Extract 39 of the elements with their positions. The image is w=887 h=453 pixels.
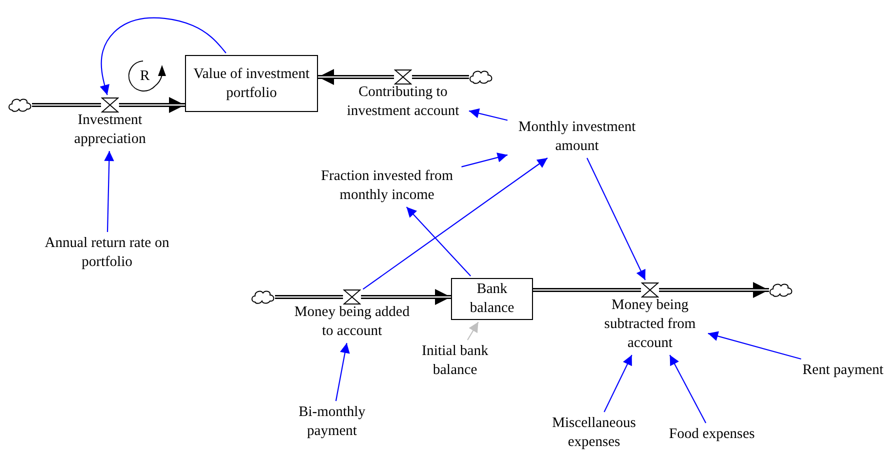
- flow-pipe: [318, 69, 394, 85]
- cloud-icon: [8, 97, 32, 113]
- link-arrow: [669, 354, 706, 424]
- flow-pipe: [32, 103, 101, 107]
- link-arrow: [604, 354, 632, 412]
- link-arrow: [586, 158, 646, 280]
- link-arrow: [100, 17, 226, 96]
- flow-pipe: [533, 288, 641, 292]
- flow-pipe: [659, 282, 769, 298]
- flow-pipe: [275, 295, 343, 299]
- variable-label: Bi-monthly payment: [292, 403, 372, 441]
- link-arrow: [104, 150, 114, 232]
- link-arrow: [467, 322, 479, 340]
- flow-label: Money being subtracted from account: [603, 296, 697, 353]
- variable-label: Annual return rate on portfolio: [44, 234, 170, 272]
- flow-pipe: [361, 289, 451, 305]
- link-arrow: [335, 342, 350, 402]
- variable-label: Miscellaneous expenses: [544, 414, 644, 452]
- link-arrow: [362, 158, 548, 290]
- variable-label: Rent payment: [802, 361, 884, 380]
- variable-label: Food expenses: [669, 425, 755, 444]
- link-arrow: [406, 206, 472, 276]
- link-arrow: [461, 152, 508, 168]
- cloud-icon: [251, 289, 275, 305]
- stock-box: Value of investment portfolio: [185, 55, 318, 112]
- variable-label: Fraction invested from monthly income: [314, 167, 460, 205]
- cloud-icon: [469, 69, 493, 85]
- loop-label: R: [140, 67, 150, 86]
- flow-label: Contributing to investment account: [346, 83, 460, 121]
- variable-label: Monthly investment amount: [510, 118, 644, 156]
- link-arrow: [708, 331, 802, 360]
- flow-pipe: [119, 97, 185, 113]
- link-arrow: [468, 108, 508, 121]
- stock-box: Bank balance: [451, 278, 533, 320]
- flow-label: Money being added to account: [293, 303, 411, 341]
- cloud-icon: [769, 282, 793, 298]
- flow-label: Investment appreciation: [73, 111, 147, 149]
- variable-label: Initial bank balance: [412, 342, 498, 380]
- flow-pipe: [412, 75, 469, 79]
